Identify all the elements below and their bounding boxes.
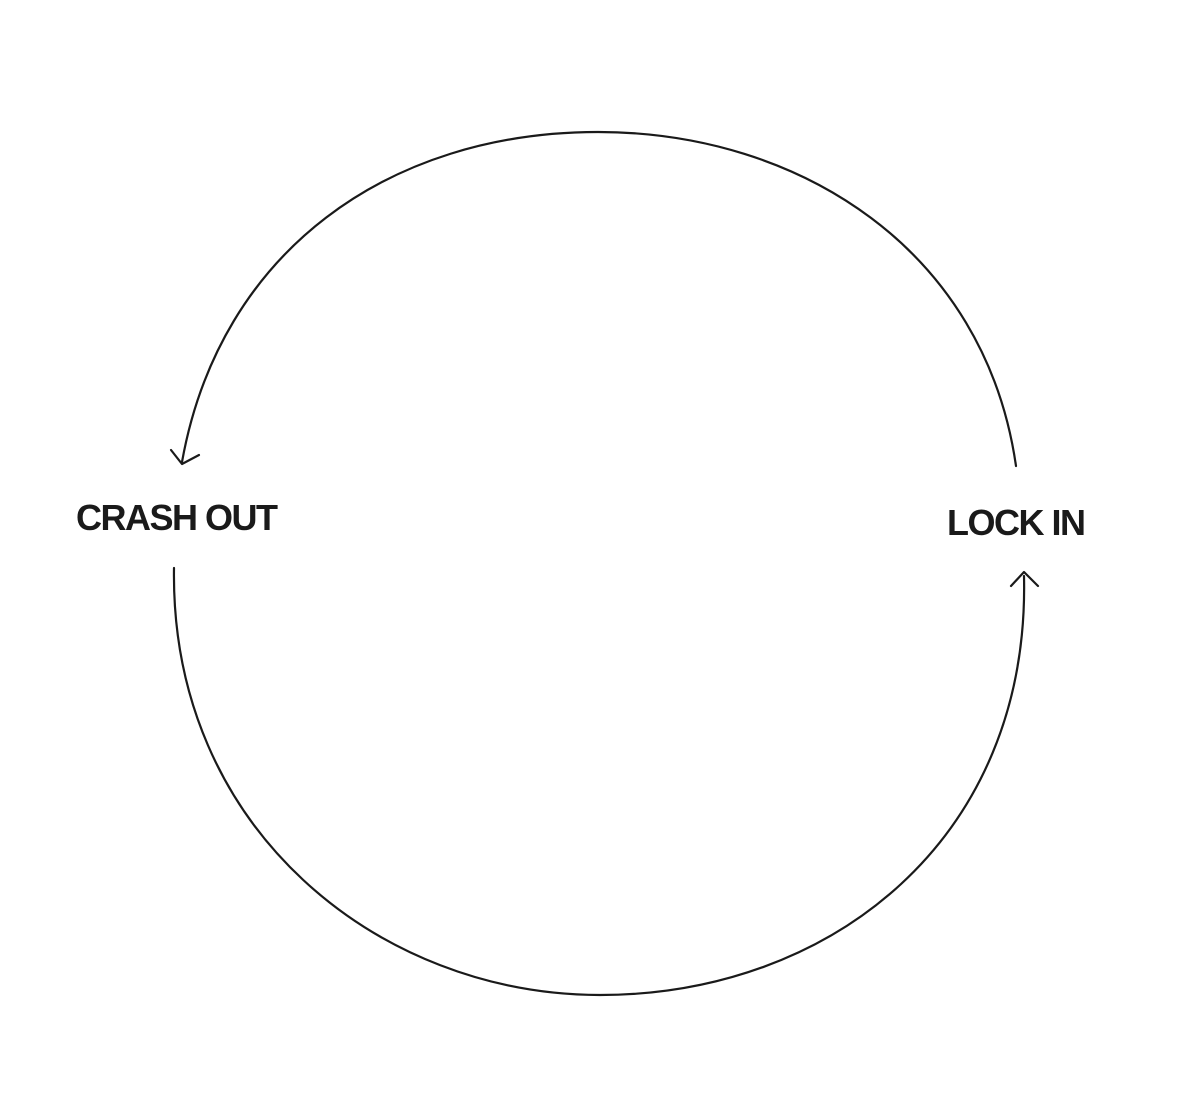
node-label-lock-in: LOCK IN (947, 502, 1085, 543)
arc-lock-in-to-crash-out (180, 130, 1018, 468)
arc-crash-out-to-lock-in (172, 566, 1026, 997)
arrowhead-crash-out (169, 448, 201, 466)
arrowhead-lock-in (1009, 570, 1040, 588)
node-label-crash-out: CRASH OUT (76, 497, 278, 538)
